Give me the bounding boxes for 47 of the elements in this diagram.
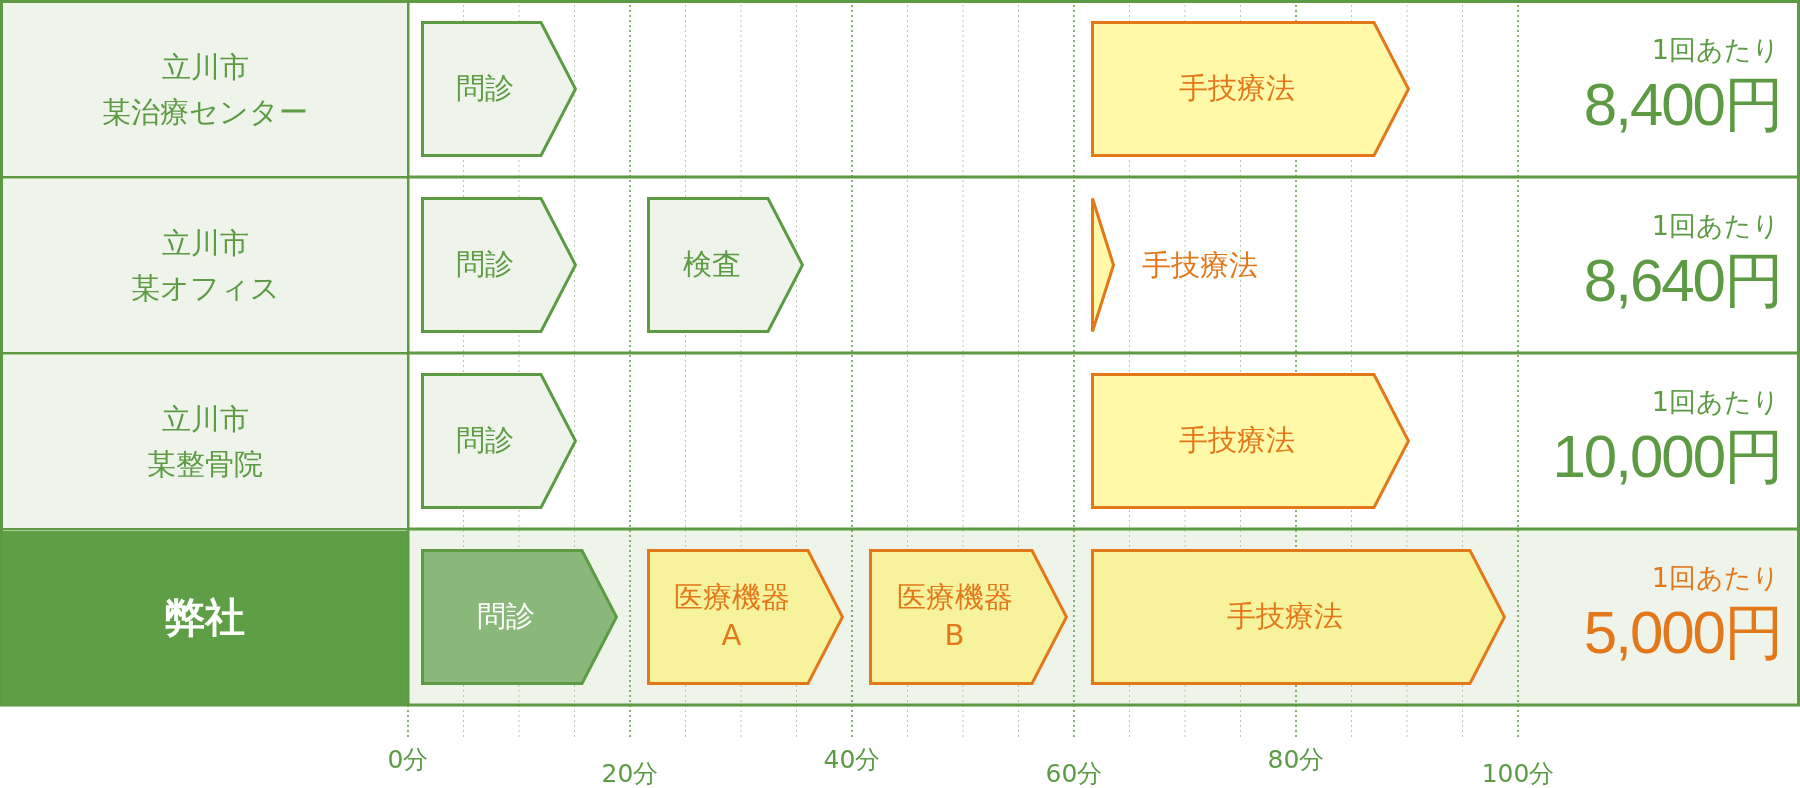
tick-label: 20分 — [600, 758, 660, 788]
place-name: 某整骨院 — [147, 445, 263, 483]
process-step — [1091, 549, 1506, 685]
triangle-marker — [1091, 197, 1115, 333]
tick-label: 0分 — [386, 744, 430, 776]
step-label: 手技療法 — [1142, 247, 1258, 284]
price-caption: 1回あたり — [1651, 385, 1780, 419]
process-step — [1091, 21, 1410, 157]
step-label: 医療機器 B — [895, 579, 1014, 654]
step-label: 手技療法 — [1226, 598, 1343, 636]
place-name: 立川市 — [161, 400, 249, 438]
place-name: 弊社 — [165, 593, 245, 642]
process-step — [1091, 373, 1410, 509]
tick-label: 80分 — [1266, 744, 1326, 776]
step-label: 手技療法 — [1178, 70, 1295, 108]
process-step — [647, 197, 804, 333]
process-step — [647, 549, 844, 685]
price-value: 5,000円 — [1583, 598, 1782, 668]
step-label: 医療機器 A — [672, 579, 791, 654]
price-caption: 1回あたり — [1651, 33, 1780, 67]
place-name: 某治療センター — [102, 93, 308, 131]
tick-label: 60分 — [1044, 758, 1104, 788]
tick-label: 100分 — [1480, 758, 1556, 788]
price-value: 8,640円 — [1583, 246, 1782, 316]
process-step — [421, 549, 618, 685]
row-header-cell — [3, 531, 407, 704]
place-name: 立川市 — [161, 224, 249, 262]
step-label: 問診 — [456, 70, 514, 108]
process-step — [421, 197, 577, 333]
tick-label: 40分 — [822, 744, 882, 776]
row-header-cell — [3, 3, 407, 176]
price-value: 8,400円 — [1583, 70, 1782, 140]
price-caption: 1回あたり — [1651, 209, 1780, 243]
step-label: 手技療法 — [1178, 422, 1295, 460]
step-label: 問診 — [456, 422, 514, 460]
price-value: 10,000円 — [1552, 422, 1782, 492]
step-label: 検査 — [682, 246, 741, 284]
process-step — [421, 21, 577, 157]
step-label: 問診 — [476, 598, 535, 636]
place-name: 某オフィス — [130, 269, 280, 307]
row-header-cell — [3, 355, 407, 528]
process-step — [869, 549, 1068, 685]
step-label: 問診 — [456, 246, 514, 284]
price-caption: 1回あたり — [1651, 561, 1780, 595]
place-name: 立川市 — [161, 48, 249, 86]
process-step — [421, 373, 577, 509]
row-header-cell — [3, 179, 407, 352]
